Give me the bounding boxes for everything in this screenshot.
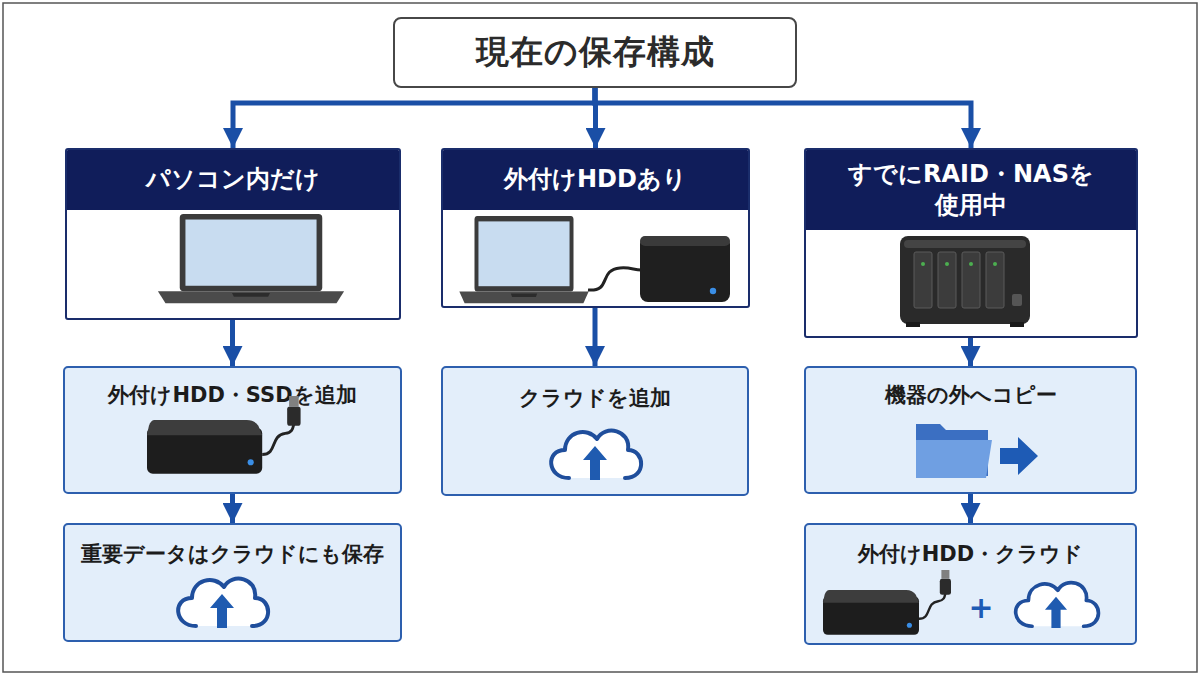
nas-bay (986, 252, 1004, 308)
root-title: 現在の保存構成 (476, 30, 715, 75)
category-box: パソコン内だけ (65, 148, 401, 320)
nas-led (993, 262, 997, 266)
flow-arrow (968, 494, 973, 523)
root-box: 現在の保存構成 (393, 17, 797, 88)
cloud-icon (551, 431, 641, 480)
hdd-led (710, 288, 716, 294)
hdd-body (640, 236, 730, 302)
action-box: 外付けHDD・クラウド (804, 523, 1137, 645)
category-box: すでにRAID・NASを使用中 (804, 148, 1138, 338)
laptop-icon (459, 216, 588, 303)
nas-led (921, 262, 925, 266)
folder-icon (916, 424, 992, 478)
folder-back (916, 424, 988, 476)
nas-button (1012, 294, 1022, 306)
hdd-top (640, 236, 730, 246)
flow-arrow (595, 88, 971, 148)
nas-body (900, 236, 1030, 324)
folder-front (916, 440, 992, 478)
action-box: 機器の外へコピー (804, 366, 1137, 494)
cable (588, 268, 641, 290)
nas-top (904, 240, 1026, 248)
action-text: 重要データはクラウドにも保存 (65, 541, 400, 568)
action-box: クラウドを追加 (441, 366, 749, 496)
category-heading: パソコン内だけ (67, 150, 399, 210)
action-box: 重要データはクラウドにも保存 (63, 523, 402, 642)
flow-arrow (968, 338, 973, 366)
action-text: 外付けHDD・クラウド (806, 541, 1135, 568)
action-text: 機器の外へコピー (806, 382, 1135, 409)
plus-sign: + (961, 593, 1001, 623)
cloud-icon (178, 579, 268, 628)
action-text: 外付けHDD・SSDを追加 (65, 382, 400, 409)
flow-arrow (230, 320, 235, 366)
laptop-icon (158, 214, 344, 303)
flow-arrow (233, 88, 595, 148)
nas-bay (914, 252, 932, 308)
nas-foot (1010, 322, 1024, 327)
nas-icon (900, 236, 1030, 327)
outer-frame (3, 3, 1197, 672)
nas-bay (962, 252, 980, 308)
copy-arrow (1000, 437, 1038, 475)
nas-foot (906, 322, 920, 327)
external-hdd-icon (823, 570, 951, 635)
flow-arrow (230, 494, 235, 523)
nas-led (969, 262, 973, 266)
nas-led (945, 262, 949, 266)
cloud-icon (1016, 583, 1099, 628)
external-hdd-icon (147, 396, 301, 474)
action-text: クラウドを追加 (443, 385, 747, 412)
category-box: 外付けHDDあり (441, 148, 750, 308)
action-box: 外付けHDD・SSDを追加 (63, 366, 402, 494)
flow-arrow (593, 308, 598, 366)
nas-bay (938, 252, 956, 308)
flow-arrow (593, 88, 599, 148)
category-heading: すでにRAID・NASを使用中 (806, 150, 1136, 230)
category-heading: 外付けHDDあり (443, 150, 748, 210)
external-hdd-icon (640, 236, 730, 302)
